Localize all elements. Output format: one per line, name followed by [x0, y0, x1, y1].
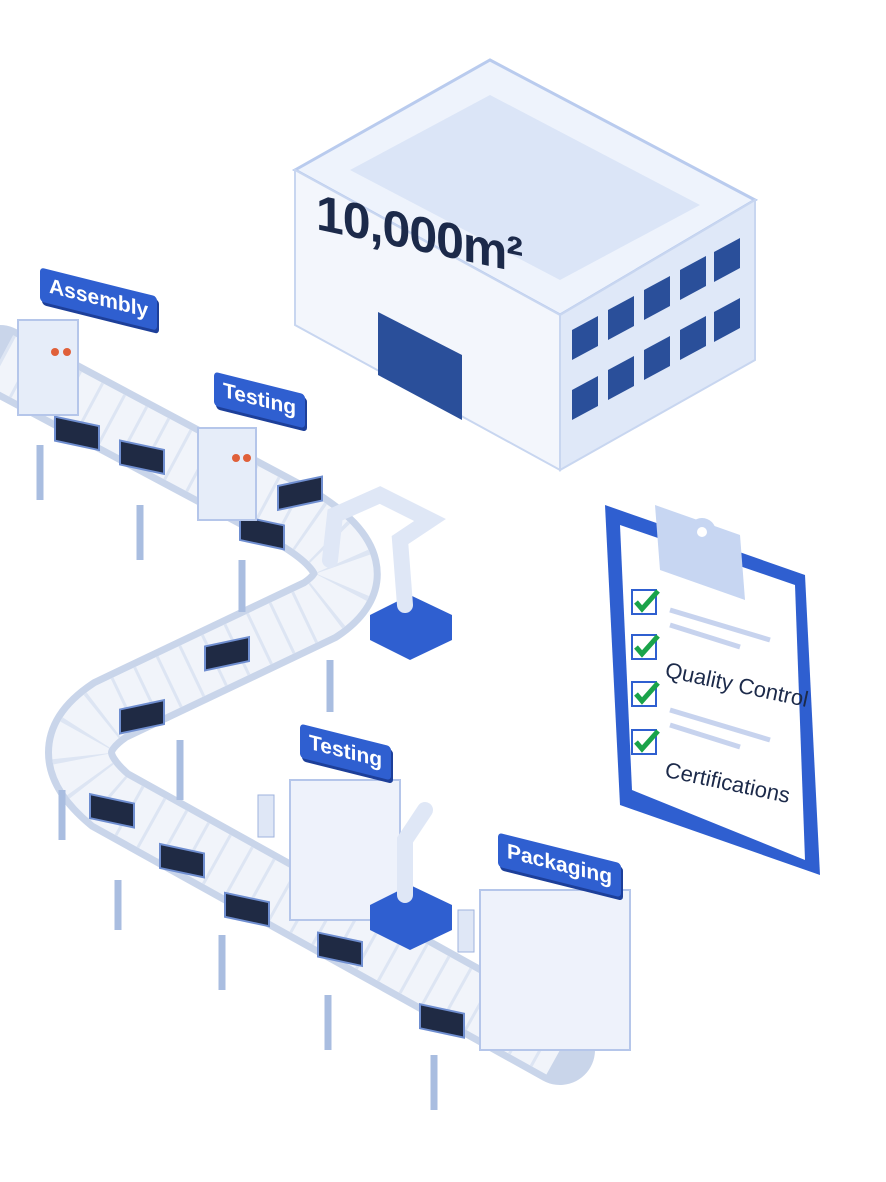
check-icons: [631, 589, 660, 755]
factory-building: [291, 58, 759, 472]
conveyor-belt: [0, 325, 595, 1085]
machines: [17, 319, 631, 1051]
circuit-boards: [54, 415, 465, 1039]
clipboard: [605, 505, 820, 875]
conveyor-legs: [36, 445, 438, 1110]
